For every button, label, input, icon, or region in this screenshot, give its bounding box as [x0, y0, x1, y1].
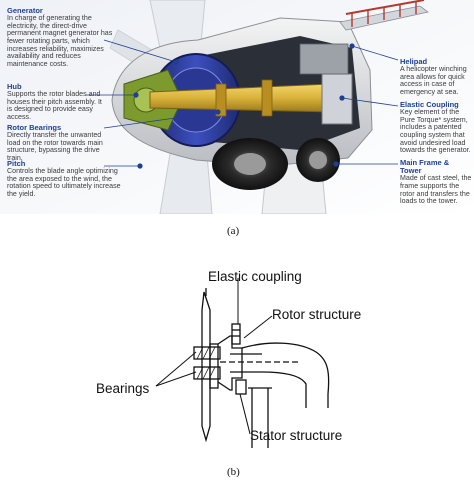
- callout-text: Supports the rotor blades and houses the…: [7, 90, 102, 122]
- caption-a: (a): [227, 225, 240, 237]
- callout-title: Main Frame & Tower: [400, 158, 450, 176]
- callout-elastic-coupling: Elastic Coupling Key element of the Pure…: [400, 100, 472, 155]
- blade-shape: [201, 291, 211, 443]
- callout-title: Hub: [7, 82, 22, 91]
- callout-helipad: Helipad A helicopter winching area allow…: [400, 57, 470, 97]
- stator-body: [241, 342, 330, 408]
- label-elastic-coupling: Elastic coupling: [208, 269, 302, 284]
- callout-text: Directly transfer the unwanted load on t…: [7, 131, 103, 163]
- label-rotor-structure: Rotor structure: [272, 307, 362, 322]
- figure-a: Generator In charge of generating the el…: [0, 0, 474, 214]
- callout-title: Helipad: [400, 57, 428, 66]
- callout-title: Elastic Coupling: [400, 100, 459, 109]
- callout-text: Made of cast steel, the frame supports t…: [400, 174, 472, 206]
- schematic-drawing: [155, 278, 330, 448]
- callout-generator: Generator In charge of generating the el…: [7, 6, 119, 69]
- callout-pitch: Pitch Controls the blade angle optimizin…: [7, 159, 125, 199]
- rotor-flange: [217, 335, 243, 391]
- label-bearings: Bearings: [96, 381, 150, 396]
- label-stator-structure: Stator structure: [250, 428, 343, 443]
- hub-plate: [209, 343, 219, 389]
- callout-title: Pitch: [7, 159, 26, 168]
- callout-hub: Hub Supports the rotor blades and houses…: [7, 82, 107, 122]
- callout-text: A helicopter winching area allows for qu…: [400, 65, 467, 97]
- callout-text: Controls the blade angle optimizing the …: [7, 167, 121, 199]
- figure-b: Elastic coupling Rotor structure Bearing…: [0, 248, 474, 458]
- callout-main-frame-tower: Main Frame & Tower Made of cast steel, t…: [400, 158, 472, 206]
- callout-text: In charge of generating the electricity,…: [7, 14, 113, 69]
- callout-title: Rotor Bearings: [7, 123, 62, 132]
- callout-title: Generator: [7, 6, 43, 15]
- turbine-cutaway-illustration: [0, 0, 474, 214]
- rotor-bearing: [215, 83, 227, 117]
- bearing-upper: [193, 346, 221, 360]
- elastic-coupling-block: [231, 323, 241, 345]
- caption-b: (b): [227, 466, 240, 478]
- callout-text: Key element of the Pure Torque* system, …: [400, 108, 471, 155]
- helipad-railing: [339, 0, 429, 31]
- leader-lines: [86, 39, 399, 169]
- callout-rotor-bearings: Rotor Bearings Directly transfer the unw…: [7, 123, 111, 163]
